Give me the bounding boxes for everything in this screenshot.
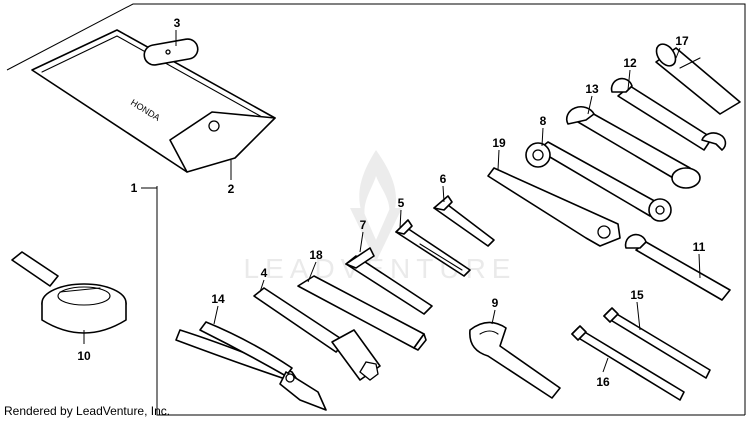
callout-18: 18 <box>309 248 323 262</box>
callout-5: 5 <box>398 196 405 210</box>
hex-key-7 <box>345 247 433 315</box>
open-wrench-11 <box>624 233 731 301</box>
socket-wrench <box>655 43 741 115</box>
ring-wrench-8 <box>525 141 672 222</box>
screwdriver-15 <box>603 307 711 379</box>
callout-8: 8 <box>540 114 547 128</box>
callout-2: 2 <box>228 182 235 196</box>
callout-labels: 1 2 3 4 5 6 7 8 9 10 11 12 13 14 15 16 1… <box>77 16 705 389</box>
callout-16: 16 <box>596 375 610 389</box>
combination-wrench-12 <box>610 77 727 151</box>
callout-14: 14 <box>211 292 225 306</box>
hex-key-6 <box>433 195 495 247</box>
callout-7: 7 <box>360 218 367 232</box>
callout-15: 15 <box>630 288 644 302</box>
grease-gun <box>11 251 127 334</box>
diagram-frame <box>6 3 746 416</box>
watermark: LEADVENTURE <box>244 150 510 284</box>
callout-6: 6 <box>440 172 447 186</box>
pliers-14 <box>175 321 327 411</box>
hex-key-5 <box>395 219 471 277</box>
callout-19: 19 <box>492 136 506 150</box>
callout-4: 4 <box>261 266 268 280</box>
leader-lines <box>83 30 701 373</box>
tool-tag <box>143 38 199 66</box>
tool-bag: HONDA <box>31 29 276 173</box>
callout-11: 11 <box>693 240 706 254</box>
callout-13: 13 <box>585 82 599 96</box>
callout-9: 9 <box>492 296 499 310</box>
callout-1: 1 <box>131 181 138 195</box>
hook-spanner-9 <box>469 321 561 399</box>
callout-17: 17 <box>675 34 689 48</box>
combination-wrench-13 <box>565 106 701 189</box>
footer-credit: Rendered by LeadVenture, Inc. <box>4 404 171 418</box>
flame-logo-icon <box>350 150 402 262</box>
callout-10: 10 <box>77 349 91 363</box>
flat-spanner-19 <box>487 167 621 247</box>
callout-12: 12 <box>623 56 637 70</box>
screwdriver-16 <box>571 325 685 401</box>
callout-3: 3 <box>174 16 181 30</box>
